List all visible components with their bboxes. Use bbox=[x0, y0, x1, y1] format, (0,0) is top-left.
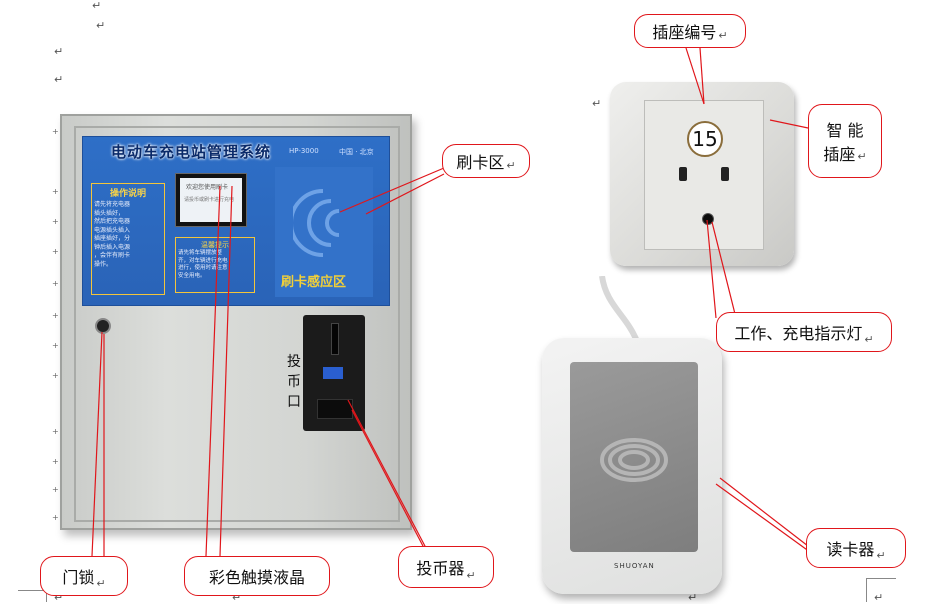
callout-touch-lcd-text: 彩色触摸液晶 bbox=[208, 568, 305, 587]
paragraph-mark: ↵ bbox=[874, 591, 884, 604]
callout-smart-socket-line2: 插座 bbox=[823, 145, 856, 164]
operation-guide: 操作说明 请先将充电器 插头插好， 然后把充电器 电源插头插入 插座插好，分 钟… bbox=[91, 183, 165, 295]
touch-lcd[interactable]: 欢迎您使用刷卡 请投币或刷卡进行充电 bbox=[175, 173, 247, 227]
paragraph-mark: ↵ bbox=[96, 19, 106, 32]
rfid-waves-icon bbox=[600, 438, 668, 482]
crop-mark-right-v bbox=[866, 578, 867, 602]
callout-smart-socket-line1: 智 能 bbox=[826, 121, 864, 140]
socket-number-badge: 15 bbox=[687, 121, 723, 157]
control-panel: 电动车充电站管理系统 HP-3000 中国 · 北京 操作说明 请先将充电器 插… bbox=[82, 136, 390, 306]
paragraph-mark: ↵ bbox=[466, 569, 476, 582]
paragraph-mark: ↵ bbox=[54, 73, 64, 86]
location-text: 中国 · 北京 bbox=[339, 148, 374, 156]
crop-mark-right bbox=[866, 578, 896, 579]
paragraph-mark: ↵ bbox=[54, 45, 64, 58]
paragraph-mark: ↵ bbox=[857, 150, 867, 163]
svg-text:+: + bbox=[52, 513, 58, 522]
svg-text:+: + bbox=[52, 341, 58, 350]
callout-socket-number-text: 插座编号 bbox=[652, 23, 717, 42]
paragraph-mark: ↵ bbox=[54, 591, 64, 604]
paragraph-mark: ↵ bbox=[876, 549, 886, 562]
svg-text:+: + bbox=[52, 128, 58, 136]
tips-title: 温馨提示 bbox=[201, 241, 229, 249]
callout-touch-lcd: 彩色触摸液晶 bbox=[184, 556, 330, 596]
svg-text:+: + bbox=[52, 187, 58, 196]
card-area-label: 刷卡感应区 bbox=[281, 275, 347, 290]
reader-brand: SHUOYAN bbox=[614, 562, 655, 570]
model-text: HP-3000 bbox=[289, 147, 319, 155]
callout-coin-acceptor-text: 投币器 bbox=[416, 559, 465, 578]
svg-text:+: + bbox=[52, 427, 58, 436]
paragraph-mark: ↵ bbox=[232, 591, 242, 604]
guide-title: 操作说明 bbox=[109, 189, 146, 199]
paragraph-mark: ↵ bbox=[718, 29, 728, 42]
callout-card-area-text: 刷卡区 bbox=[456, 153, 505, 172]
callout-door-lock: 门锁↵ bbox=[40, 556, 128, 596]
svg-text:+: + bbox=[52, 311, 58, 320]
callout-card-area: 刷卡区↵ bbox=[442, 144, 530, 178]
tips-box: 温馨提示 请先将车辆摆放整 齐，对车辆进行充电 进行，使用时请注意 安全用电。 bbox=[175, 237, 255, 293]
paragraph-mark: ↵ bbox=[688, 591, 698, 604]
lcd-line1: 欢迎您使用刷卡 bbox=[186, 184, 229, 191]
paragraph-mark: ↵ bbox=[592, 97, 602, 110]
coin-display bbox=[323, 367, 343, 379]
outlet-hole bbox=[679, 167, 687, 181]
crop-mark-left bbox=[18, 578, 48, 591]
paragraph-mark: ↵ bbox=[506, 159, 516, 172]
tips-body: 请先将车辆摆放整 齐，对车辆进行充电 进行，使用时请注意 安全用电。 bbox=[178, 250, 228, 279]
coin-slot-label: 投币口 bbox=[287, 354, 301, 410]
cabinet-door bbox=[74, 126, 400, 522]
svg-text:+: + bbox=[52, 217, 58, 226]
rfid-waves-icon bbox=[293, 189, 340, 257]
callout-socket-number: 插座编号↵ bbox=[634, 14, 746, 48]
system-title: 电动车充电站管理系统 bbox=[111, 143, 272, 161]
svg-text:+: + bbox=[52, 457, 58, 466]
svg-text:+: + bbox=[52, 485, 58, 494]
callout-coin-acceptor: 投币器↵ bbox=[398, 546, 494, 588]
card-reader[interactable]: SHUOYAN bbox=[542, 338, 722, 594]
outlet-hole bbox=[721, 167, 729, 181]
margin-marks: + + + + + + + + + + + + bbox=[52, 127, 59, 528]
callout-indicator-light-text: 工作、充电指示灯 bbox=[734, 324, 863, 343]
svg-text:+: + bbox=[52, 279, 58, 288]
svg-text:+: + bbox=[52, 247, 58, 256]
svg-text:+: + bbox=[52, 371, 58, 380]
socket-face: 15 bbox=[644, 100, 764, 250]
usb-cable bbox=[599, 276, 641, 346]
callout-indicator-light: 工作、充电指示灯↵ bbox=[716, 312, 892, 352]
card-swipe-area[interactable]: 刷卡感应区 bbox=[275, 167, 373, 297]
reader-face bbox=[570, 362, 698, 552]
paragraph-mark: ↵ bbox=[92, 0, 102, 12]
callout-door-lock-text: 门锁 bbox=[62, 568, 95, 587]
callout-smart-socket: 智 能 插座↵ bbox=[808, 104, 882, 178]
lcd-line2: 请投币或刷卡进行充电 bbox=[184, 197, 235, 203]
paragraph-mark: ↵ bbox=[864, 333, 874, 346]
callout-card-reader: 读卡器↵ bbox=[806, 528, 906, 568]
callout-card-reader-text: 读卡器 bbox=[826, 540, 875, 559]
paragraph-mark: ↵ bbox=[96, 577, 106, 590]
guide-body: 请先将充电器 插头插好， 然后把充电器 电源插头插入 插座插好，分 钟后插入电源… bbox=[94, 201, 131, 268]
smart-socket: 15 bbox=[610, 82, 794, 266]
coin-slot-opening bbox=[331, 323, 339, 355]
door-lock-icon[interactable] bbox=[95, 318, 111, 334]
